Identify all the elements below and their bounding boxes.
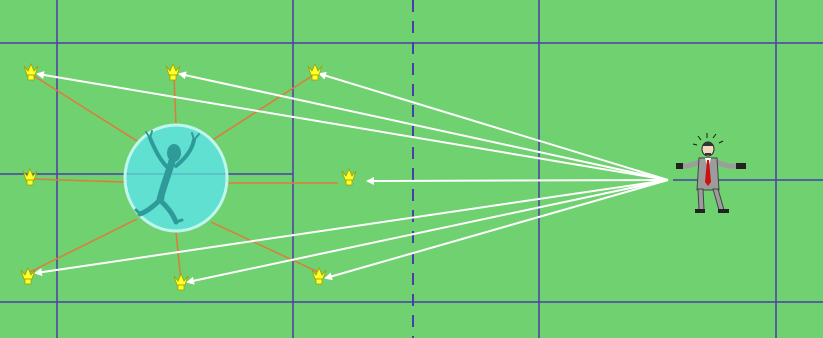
center-bubble	[125, 125, 227, 231]
arrow-to-right	[368, 180, 668, 181]
